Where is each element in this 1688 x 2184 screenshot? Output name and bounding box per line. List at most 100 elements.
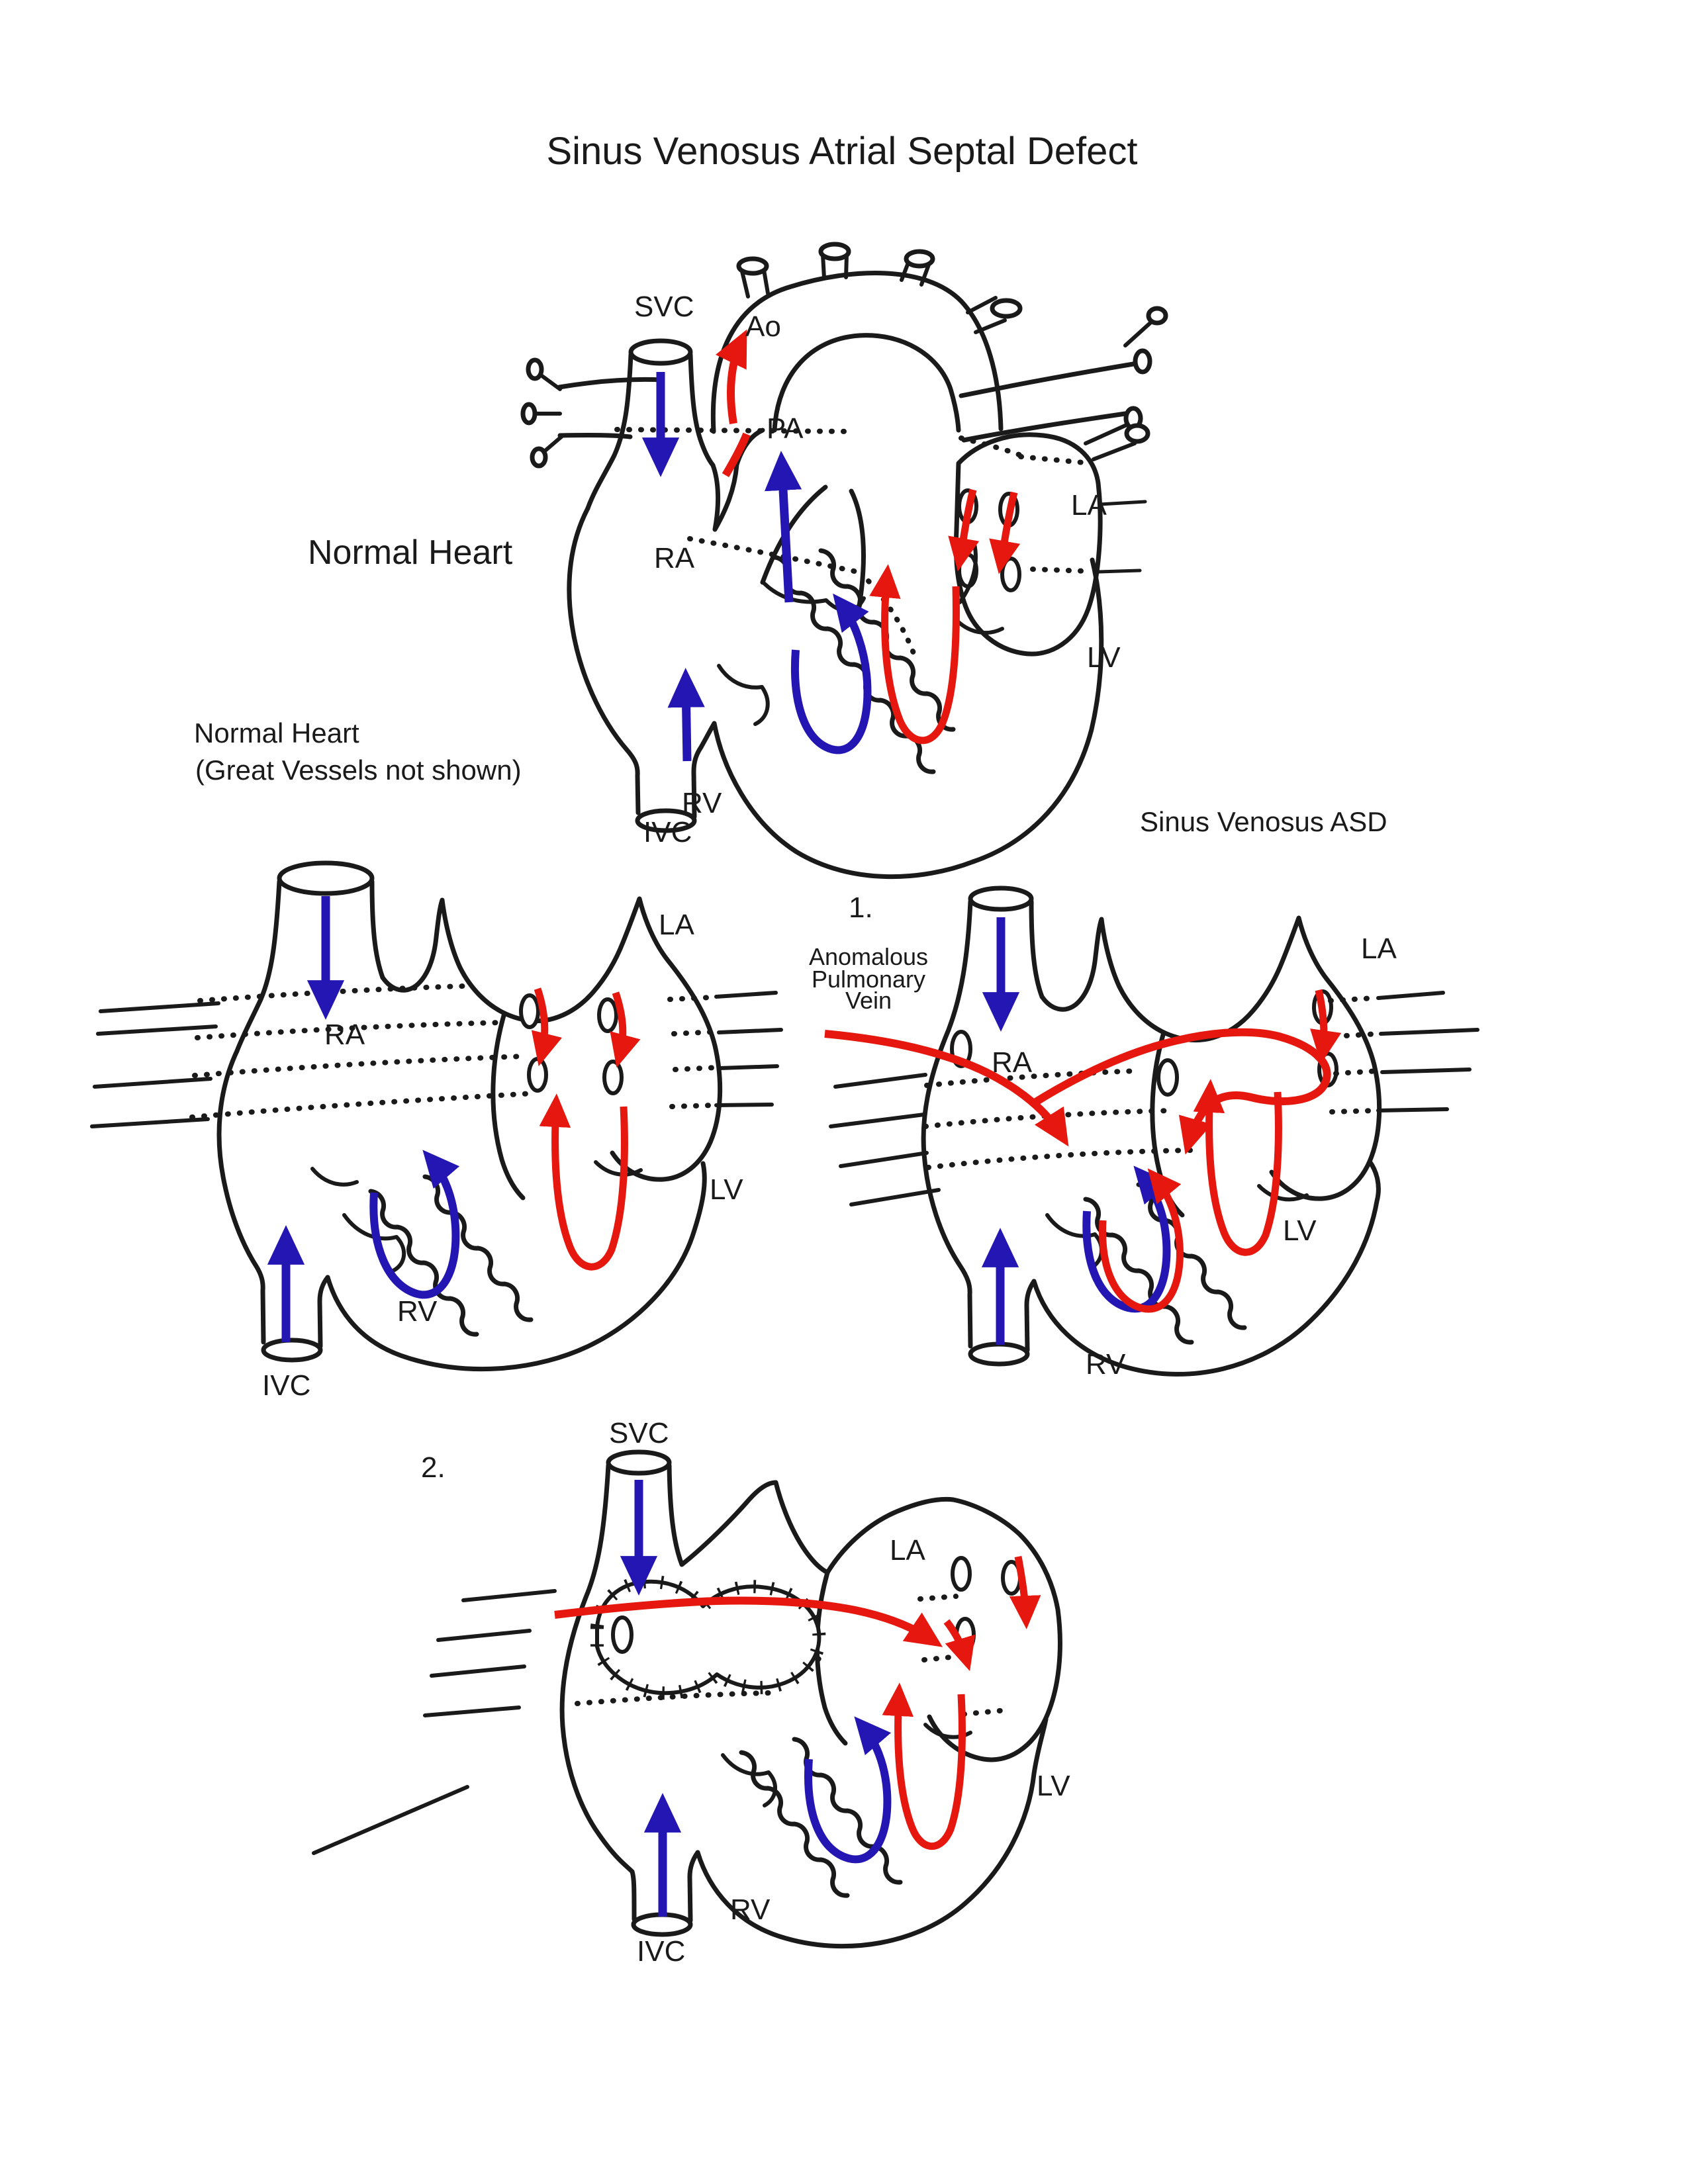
pulmonary-vein-flow-arrow bbox=[1009, 1556, 1041, 1629]
ventricle-outer-wall bbox=[1031, 1159, 1381, 1377]
svc-and-ra-wall bbox=[921, 899, 973, 1349]
vein-stub-opening bbox=[1146, 306, 1168, 326]
vein-stub bbox=[1084, 423, 1137, 461]
label-ra: RA bbox=[654, 542, 695, 574]
tricuspid-valve bbox=[717, 664, 770, 726]
label-svc: SVC bbox=[609, 1417, 669, 1449]
atrial-septum-line bbox=[814, 1570, 848, 1746]
vein-stub-opening bbox=[526, 357, 544, 381]
rv-flow-loop bbox=[804, 1716, 892, 1864]
caption-normal-heart: Normal Heart bbox=[308, 533, 513, 572]
shunt-flow-arrow bbox=[1030, 1028, 1331, 1155]
dotted-line bbox=[189, 1091, 536, 1120]
left-atrium-wall bbox=[825, 1496, 1062, 1762]
heading-sinus-venosus-asd: Sinus Venosus ASD bbox=[1140, 806, 1387, 837]
septum-wavy-line bbox=[368, 1189, 479, 1337]
caption-sub-line2: (Great Vessels not shown) bbox=[195, 754, 522, 786]
pulmonary-vein-ostium bbox=[951, 1556, 972, 1592]
lv-flow-loop bbox=[539, 1093, 628, 1271]
pulmonary-trunk-wall bbox=[760, 484, 828, 585]
vein-stub bbox=[541, 435, 563, 455]
arch-branch bbox=[966, 296, 1007, 334]
dotted-line bbox=[917, 1594, 1009, 1717]
vein-stub bbox=[312, 1785, 469, 1855]
dotted-line bbox=[924, 1068, 1141, 1088]
pulmonary-vein-flow-arrow bbox=[943, 1619, 976, 1671]
label-rv: RV bbox=[730, 1893, 771, 1926]
label-rv: RV bbox=[397, 1295, 438, 1328]
vein-stub bbox=[1376, 991, 1479, 1113]
right-atrial-appendage bbox=[1039, 917, 1166, 1035]
arch-branch-opening bbox=[904, 249, 935, 269]
baffled-vein-flow-arrow bbox=[554, 1596, 943, 1647]
pulmonary-band-left-upper bbox=[557, 377, 665, 390]
aorta-flow-arrow bbox=[716, 329, 747, 424]
label-rv: RV bbox=[1086, 1348, 1126, 1381]
aorta-flow-segment bbox=[722, 432, 751, 478]
pulmonary-vein-ostium bbox=[527, 1057, 548, 1093]
septal-patch-outline bbox=[595, 1579, 821, 1696]
ventricle-outer-wall bbox=[695, 1717, 1049, 1949]
aortic-arch-outer bbox=[710, 271, 1004, 434]
dotted-line bbox=[575, 1690, 772, 1706]
septum-wavy-line bbox=[422, 1174, 534, 1322]
dotted-line bbox=[667, 995, 720, 1109]
dotted-line bbox=[1030, 567, 1090, 574]
ivc-wall bbox=[691, 721, 717, 819]
label-ivc: IVC bbox=[262, 1369, 310, 1402]
left-atrium-wall bbox=[953, 432, 1103, 657]
mitral-valve bbox=[923, 1723, 972, 1739]
pulmonary-vein-ostium bbox=[519, 993, 540, 1029]
ivc-opening bbox=[631, 1912, 693, 1937]
rv-flow-loop bbox=[791, 593, 872, 754]
tricuspid-valve bbox=[342, 1213, 406, 1273]
svc-wall bbox=[369, 879, 385, 980]
pulmonary-vein-ostium bbox=[1000, 557, 1021, 592]
label-lv: LV bbox=[710, 1173, 743, 1206]
vein-stub bbox=[538, 373, 562, 391]
arch-branch bbox=[821, 253, 849, 280]
heart-normal-top: SVC Ao PA RA LA LV RV IVC Normal Heart N… bbox=[194, 242, 1387, 880]
pulmonary-vein-flow-arrow bbox=[948, 488, 980, 572]
right-ventricle-wall bbox=[712, 721, 976, 880]
septum-wavy-line bbox=[1083, 1197, 1194, 1345]
vein-stub-opening bbox=[1133, 348, 1152, 375]
dotted-line bbox=[866, 578, 917, 659]
dotted-line bbox=[959, 435, 1023, 458]
rv-flow-loop bbox=[369, 1150, 460, 1299]
ivc-flow-arrow bbox=[667, 668, 705, 762]
lv-flow-loop bbox=[869, 564, 960, 745]
svc-and-ra-wall bbox=[559, 1463, 637, 1922]
label-la: LA bbox=[659, 909, 694, 941]
note-pulmonary: Pulmonary bbox=[812, 966, 925, 993]
vein-stub bbox=[1097, 500, 1147, 574]
dotted-line bbox=[195, 1020, 506, 1040]
septum-wavy-line bbox=[739, 1750, 850, 1898]
vein-stub-opening bbox=[1124, 423, 1150, 444]
arch-branch bbox=[740, 268, 770, 298]
label-rv: RV bbox=[682, 787, 722, 819]
dotted-line bbox=[925, 1148, 1194, 1170]
rv-flow-loop-blue bbox=[1082, 1165, 1171, 1313]
vein-stub bbox=[423, 1589, 557, 1717]
label-ra: RA bbox=[992, 1046, 1033, 1079]
right-atrial-appendage bbox=[667, 1463, 830, 1575]
dotted-line bbox=[1328, 995, 1382, 1115]
mitral-valve bbox=[594, 1160, 643, 1177]
tricuspid-valve bbox=[721, 1753, 778, 1807]
rv-flow-loop-red bbox=[1099, 1168, 1184, 1313]
ivc-wall bbox=[317, 1275, 330, 1349]
septal-patch-sutures bbox=[590, 1574, 826, 1700]
arch-branch-opening bbox=[818, 242, 851, 261]
vein-stub bbox=[90, 1001, 220, 1128]
note-anomalous: Anomalous bbox=[809, 943, 928, 970]
left-atrium-wall bbox=[1161, 915, 1382, 1201]
ivc-opening bbox=[968, 1342, 1030, 1367]
pulmonary-vein-flow-arrow bbox=[1310, 989, 1342, 1064]
pulmonary-vein-flow-arrow bbox=[531, 987, 563, 1067]
septal-defect-ostium bbox=[1156, 1058, 1179, 1097]
vein-stub bbox=[1123, 318, 1155, 347]
pulmonary-vein-ostium bbox=[602, 1060, 624, 1095]
